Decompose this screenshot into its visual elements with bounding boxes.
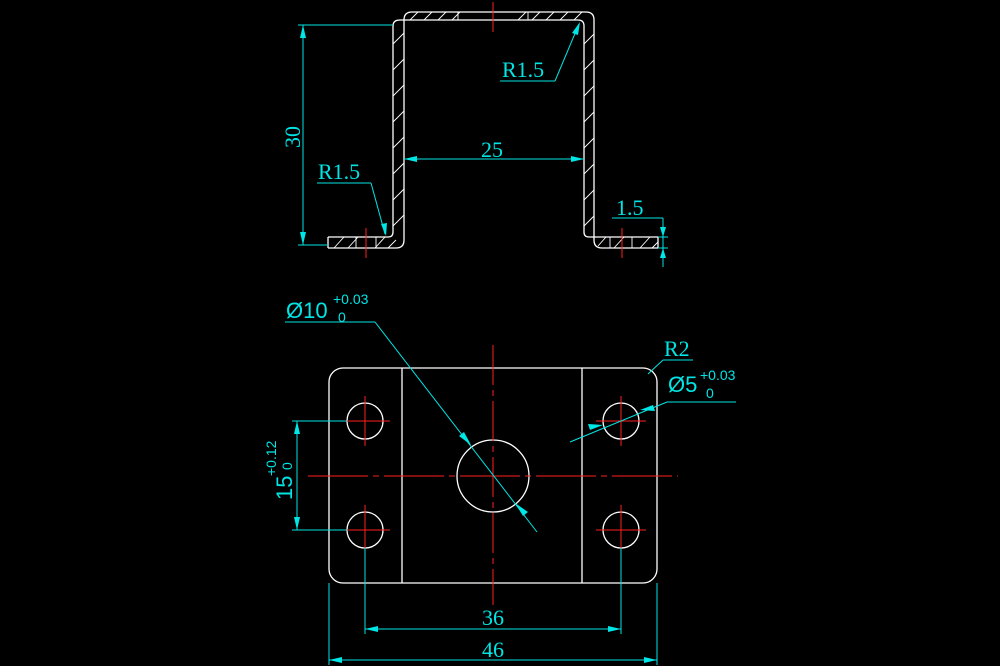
dim-r15-top-arrow <box>572 22 580 35</box>
dim-d5-tol-upper: +0.03 <box>700 367 736 383</box>
side-view-outer-outline <box>328 11 658 249</box>
dim-36-label: 36 <box>482 605 504 630</box>
dim-30-arrow-bottom <box>300 232 306 245</box>
hatch-left-foot <box>333 236 397 249</box>
dim-d5-arrow-inner <box>588 424 603 430</box>
dim-30-label: 30 <box>280 126 305 148</box>
dim-d10-leader <box>374 321 538 533</box>
dim-d10-label: Ø10 <box>286 298 328 323</box>
dim-46-label: 46 <box>482 637 504 662</box>
dim-15-tol-lower: 0 <box>279 462 295 470</box>
dim-thickness-label: 1.5 <box>616 195 644 220</box>
dim-36-arrow-right <box>608 626 621 632</box>
dim-d5-arrow-outer <box>640 405 655 411</box>
dim-15-arrow-bottom <box>294 517 300 530</box>
dim-36-arrow-left <box>365 626 378 632</box>
dim-d10-tol-upper: +0.03 <box>333 291 369 307</box>
side-view-inner-outline <box>328 19 658 238</box>
dim-r15-bottom-label: R1.5 <box>318 159 360 184</box>
dim-25-arrow-right <box>571 156 584 162</box>
dim-d10-arrow-top <box>459 432 471 445</box>
dim-r2-leader <box>647 359 664 375</box>
dim-46-arrow-left <box>329 657 342 663</box>
dim-d5-prefix: Ø5 <box>668 372 697 397</box>
hatch-right-wall <box>583 33 595 227</box>
hatch-right-foot <box>597 236 659 249</box>
hatch-left-wall <box>392 32 405 227</box>
dim-15-label: 15 <box>272 476 297 500</box>
dim-d10-prefix: Ø10 <box>286 298 328 323</box>
top-view: Ø10 +0.03 0 R2 Ø5 +0.03 0 15 +0.12 0 36 <box>263 291 736 665</box>
dim-thickness-arrow-top <box>660 227 666 237</box>
dim-r15-bottom-arrow <box>381 223 387 236</box>
dim-thickness-arrow-bottom <box>660 248 666 258</box>
dim-25-label: 25 <box>481 137 503 162</box>
dim-d10-tol-lower: 0 <box>338 309 346 325</box>
side-view: 30 25 R1.5 R1.5 1.5 <box>280 2 668 267</box>
dim-25-arrow-left <box>404 156 417 162</box>
dim-30-arrow-top <box>300 25 306 38</box>
dim-15-arrow-top <box>294 421 300 434</box>
dim-15-tol-upper: +0.12 <box>263 440 279 476</box>
dim-d5-tol-lower: 0 <box>706 385 714 401</box>
hatch-top <box>409 11 583 21</box>
dim-d10-arrow-bottom <box>515 503 528 516</box>
dim-d5-label: Ø5 <box>668 372 697 397</box>
dim-r15-top-label: R1.5 <box>502 57 544 82</box>
dim-r2-label: R2 <box>664 336 690 361</box>
dim-46-arrow-right <box>644 657 657 663</box>
